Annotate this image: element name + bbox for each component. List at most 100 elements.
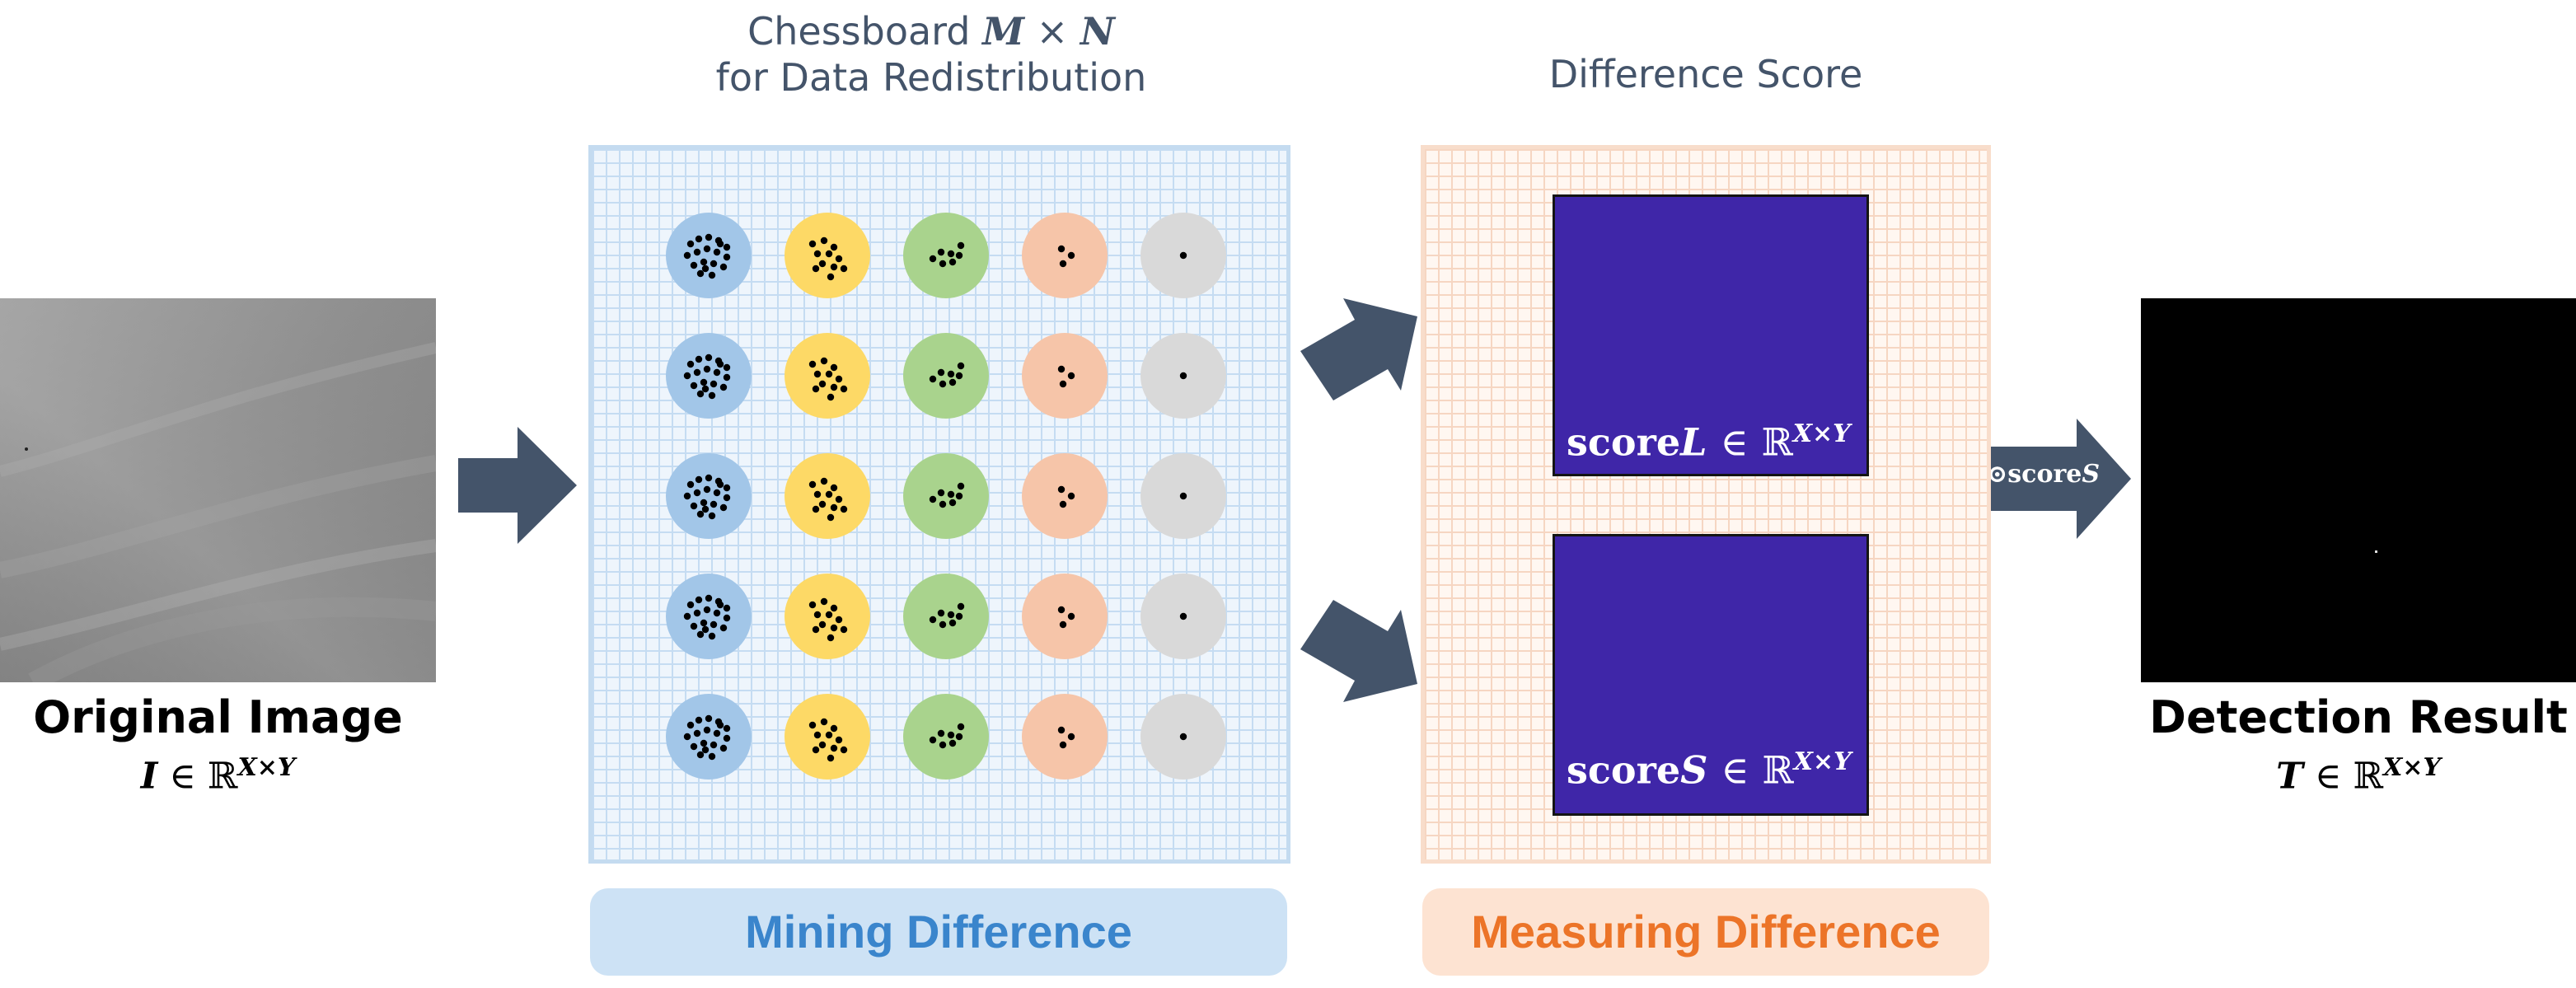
chessboard-title-line2: for Data Redistribution xyxy=(715,55,1147,100)
sample-dot xyxy=(955,251,963,260)
sample-dot xyxy=(825,611,833,619)
sample-dot xyxy=(683,612,691,620)
sample-dot xyxy=(690,261,698,269)
sample-dot xyxy=(937,609,945,617)
sample-dot xyxy=(713,729,721,737)
sample-dot xyxy=(1057,485,1066,494)
chessboard-cell-circle xyxy=(666,694,752,780)
sample-dot xyxy=(813,611,822,619)
sample-dot xyxy=(690,382,698,390)
sample-dot xyxy=(825,370,833,378)
sample-dot xyxy=(713,248,721,256)
sample-dot xyxy=(948,258,957,266)
sample-dot xyxy=(1179,612,1187,620)
sample-dot xyxy=(700,378,708,386)
sample-dot xyxy=(703,365,711,373)
sample-dot xyxy=(955,612,963,620)
sample-dot xyxy=(1179,492,1187,500)
sample-dot xyxy=(808,721,817,729)
sample-dot xyxy=(818,500,827,508)
sample-dot xyxy=(929,255,937,263)
sample-dot xyxy=(818,620,827,629)
sample-dot xyxy=(820,357,828,365)
arrow-to-score-s-icon xyxy=(1300,600,1417,702)
sample-dot xyxy=(693,248,701,256)
sample-dot xyxy=(1179,372,1187,380)
sample-dot xyxy=(695,235,703,243)
sample-dot xyxy=(683,372,691,380)
sample-dot xyxy=(835,616,843,624)
chessboard-cell-circle xyxy=(1022,453,1108,539)
sample-dot xyxy=(835,495,843,503)
sample-dot xyxy=(827,393,835,401)
sample-dot xyxy=(808,601,817,609)
sample-dot xyxy=(693,368,701,377)
chessboard-cell-circle xyxy=(903,694,989,780)
sample-dot xyxy=(827,513,835,522)
sample-dot xyxy=(713,368,721,377)
sample-dot xyxy=(716,240,724,248)
original-image-texture xyxy=(0,298,436,682)
chessboard-cell-circle xyxy=(1022,694,1108,780)
sample-dot xyxy=(947,611,955,619)
sample-dot xyxy=(957,723,965,731)
sample-dot xyxy=(1059,500,1067,508)
sample-dot xyxy=(813,250,822,258)
sample-dot xyxy=(830,263,838,271)
sample-dot xyxy=(929,495,937,503)
sample-dot xyxy=(710,380,718,388)
chessboard-cell-circle xyxy=(903,333,989,419)
sample-dot xyxy=(690,622,698,630)
sample-dot xyxy=(1057,245,1066,253)
sample-dot xyxy=(812,505,820,513)
sample-dot xyxy=(813,370,822,378)
sample-dot xyxy=(820,236,828,245)
sample-dot xyxy=(937,729,945,737)
sample-dot xyxy=(812,746,820,754)
sample-dot xyxy=(719,263,728,271)
sample-dot xyxy=(825,250,833,258)
sample-dot xyxy=(825,490,833,499)
sample-dot xyxy=(947,490,955,499)
sample-dot xyxy=(690,742,698,751)
sample-dot xyxy=(686,601,695,609)
sample-dot xyxy=(710,620,718,629)
sample-dot xyxy=(818,741,827,749)
chessboard-cell-circle xyxy=(666,453,752,539)
sample-dot xyxy=(700,739,708,747)
sample-dot xyxy=(708,512,716,520)
sample-dot xyxy=(1059,260,1067,268)
chessboard-cell-circle xyxy=(903,453,989,539)
sample-dot xyxy=(937,368,945,377)
sample-dot xyxy=(703,485,711,494)
sample-dot xyxy=(716,601,724,609)
sample-dot xyxy=(957,241,965,250)
measuring-difference-label: Measuring Difference xyxy=(1422,888,1989,976)
sample-dot xyxy=(710,260,718,268)
sample-dot xyxy=(723,724,731,733)
sample-dot xyxy=(1057,365,1066,373)
sample-dot xyxy=(948,739,957,747)
difference-score-title: Difference Score xyxy=(1548,52,1863,96)
sample-dot xyxy=(695,475,703,484)
sample-dot xyxy=(719,503,728,512)
sample-dot xyxy=(948,499,957,507)
sample-dot xyxy=(830,363,838,372)
sample-dot xyxy=(1067,612,1075,620)
sample-dot xyxy=(1067,492,1075,500)
sample-dot xyxy=(808,240,817,248)
sample-dot xyxy=(939,500,947,508)
sample-dot xyxy=(840,265,848,273)
sample-dot xyxy=(719,744,728,752)
sample-dot xyxy=(723,363,731,372)
sample-dot xyxy=(723,604,731,612)
sample-dot xyxy=(1179,251,1187,260)
sample-dot xyxy=(705,714,713,723)
sample-dot xyxy=(947,370,955,378)
sample-dot xyxy=(1057,726,1066,734)
chessboard-cell-circle xyxy=(903,574,989,659)
sample-dot xyxy=(708,271,716,279)
sample-dot xyxy=(840,505,848,513)
sample-dot xyxy=(827,754,835,762)
sample-dot xyxy=(955,733,963,741)
